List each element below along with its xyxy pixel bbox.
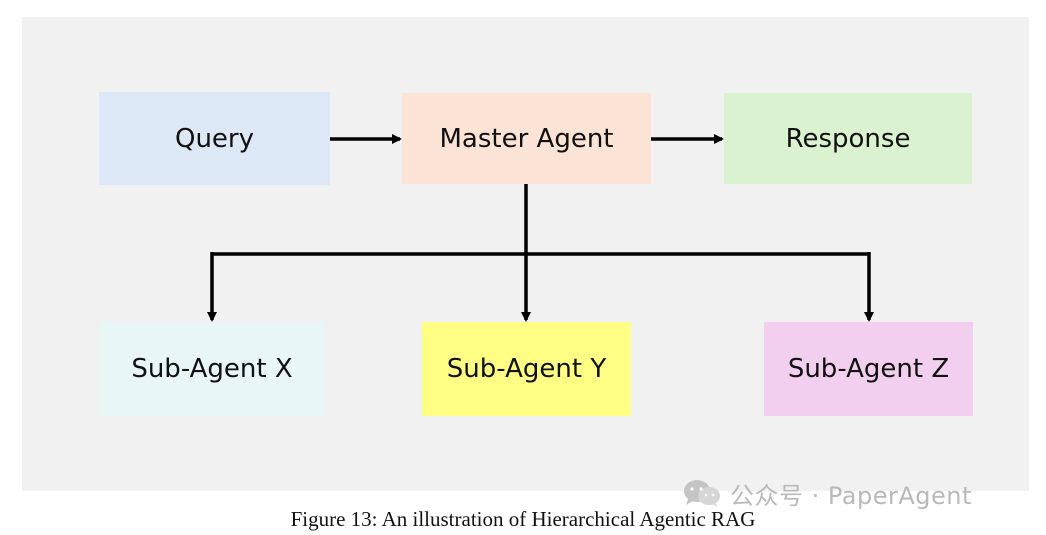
watermark-text: 公众号 · PaperAgent (730, 481, 972, 510)
watermark: 公众号 · PaperAgent (682, 478, 972, 510)
node-sub-agent-z: Sub-Agent Z (764, 322, 973, 416)
wechat-icon (684, 480, 720, 507)
node-response: Response (724, 93, 972, 184)
node-sub-agent-x: Sub-Agent X (99, 322, 325, 416)
node-master-agent: Master Agent (402, 93, 651, 184)
node-query: Query (99, 92, 330, 185)
figure-caption: Figure 13: An illustration of Hierarchic… (290, 507, 756, 531)
node-sub-agent-y: Sub-Agent Y (422, 322, 631, 416)
diagram-canvas (22, 17, 1029, 491)
